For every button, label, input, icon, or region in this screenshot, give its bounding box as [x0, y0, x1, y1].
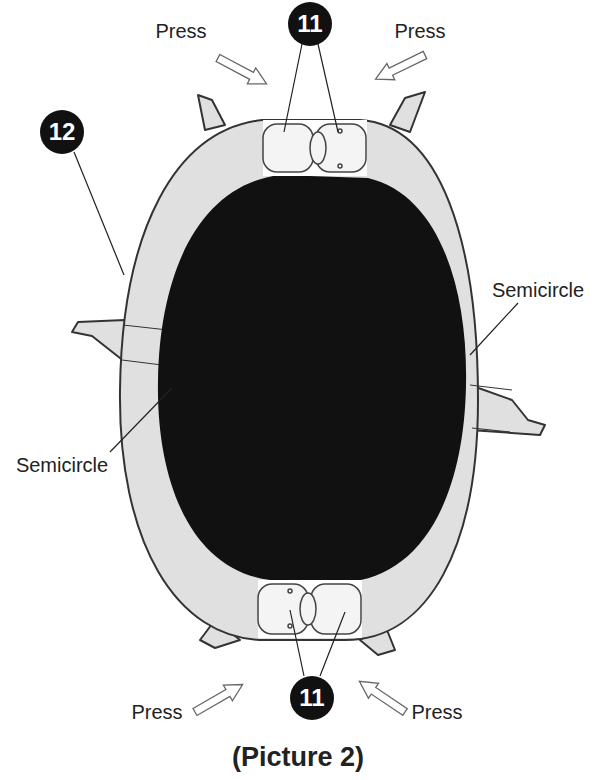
connector-hole [288, 589, 292, 593]
press-arrow [191, 677, 248, 720]
part-label: Press [394, 20, 445, 42]
leader-line [284, 44, 338, 132]
press-arrow [372, 47, 429, 87]
connector-end [310, 132, 326, 164]
frame-ring [120, 120, 478, 640]
figure-caption: (Picture 2) [232, 743, 364, 773]
frame-tab [470, 385, 545, 435]
connector-hole [338, 129, 342, 133]
part-label: Semicircle [16, 454, 108, 476]
frame-tab [72, 320, 125, 362]
connector-tube [263, 120, 367, 176]
part-label: Press [411, 701, 462, 723]
callout-number: 11 [288, 2, 332, 46]
leader-line [470, 303, 518, 355]
connector-group [258, 120, 367, 638]
leader-line [290, 610, 345, 676]
connector-tube [258, 580, 362, 638]
connector-end [300, 593, 316, 625]
frame-tab [198, 95, 225, 130]
frame-opening [158, 175, 466, 582]
part-label: Press [131, 701, 182, 723]
part-label: Semicircle [492, 279, 584, 301]
frame-tab [390, 92, 425, 132]
leader-line [74, 152, 124, 275]
press-arrow [214, 50, 271, 92]
connector-tube [311, 584, 361, 634]
callout-number: 11 [290, 676, 334, 720]
connector-hole [288, 624, 292, 628]
leader-line [110, 388, 172, 452]
callout-number: 12 [40, 110, 84, 154]
part-label: Press [155, 20, 206, 42]
press-arrow [354, 674, 410, 720]
connector-tube [263, 124, 313, 172]
connector-hole [338, 164, 342, 168]
